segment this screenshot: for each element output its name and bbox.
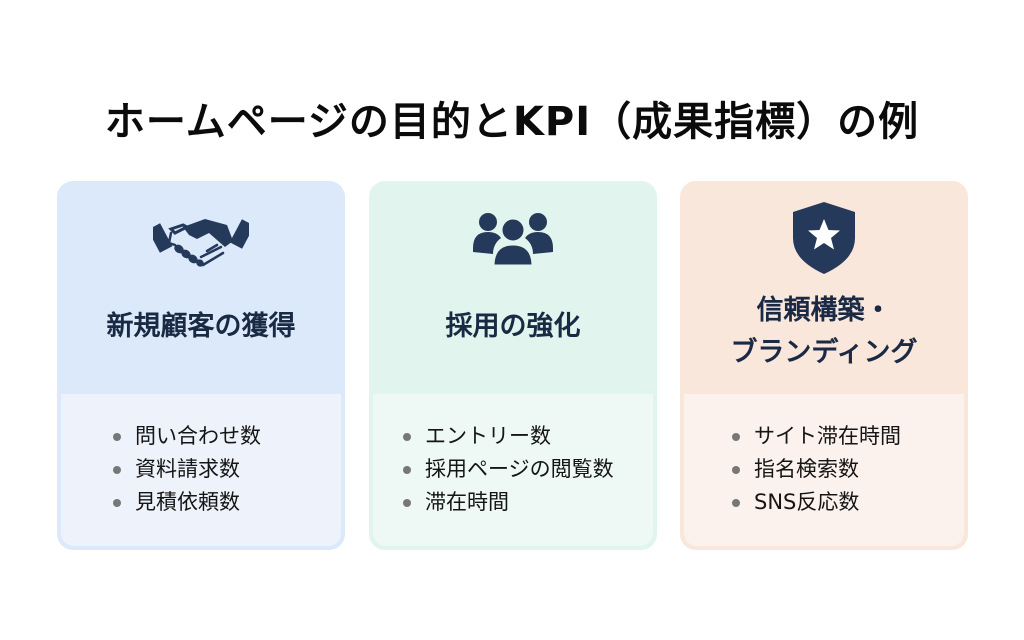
bullet-icon (113, 498, 121, 507)
handshake-icon (57, 203, 345, 273)
bullet-icon (403, 498, 411, 507)
card-heading-line1: 信頼構築・ (756, 295, 892, 326)
kpi-item: 滞在時間 (403, 486, 614, 519)
bullet-icon (732, 432, 740, 441)
kpi-list-panel: サイト滞在時間 指名検索数 SNS反応数 (684, 394, 964, 546)
kpi-item: サイト滞在時間 (732, 420, 901, 453)
shield-star-icon (680, 201, 968, 275)
card-header: 採用の強化 (369, 181, 657, 394)
kpi-list: サイト滞在時間 指名検索数 SNS反応数 (732, 420, 901, 519)
kpi-item: 資料請求数 (113, 453, 261, 486)
kpi-list-panel: エントリー数 採用ページの閲覧数 滞在時間 (373, 394, 653, 546)
card-heading: 採用の強化 (445, 311, 581, 342)
bullet-icon (732, 465, 740, 474)
bullet-icon (113, 465, 121, 474)
kpi-item: SNS反応数 (732, 486, 901, 519)
kpi-item: エントリー数 (403, 420, 614, 453)
kpi-item: 指名検索数 (732, 453, 901, 486)
kpi-item: 見積依頼数 (113, 486, 261, 519)
card-header: 信頼構築・ ブランディング (680, 181, 968, 394)
card-recruiting: 採用の強化 エントリー数 採用ページの閲覧数 滞在時間 (369, 181, 657, 550)
card-heading-line2: ブランディング (730, 337, 918, 368)
kpi-list: エントリー数 採用ページの閲覧数 滞在時間 (403, 420, 614, 519)
bullet-icon (403, 465, 411, 474)
kpi-list-panel: 問い合わせ数 資料請求数 見積依頼数 (61, 394, 341, 546)
kpi-item: 採用ページの閲覧数 (403, 453, 614, 486)
people-group-icon (369, 203, 657, 273)
kpi-list: 問い合わせ数 資料請求数 見積依頼数 (113, 420, 261, 519)
bullet-icon (113, 432, 121, 441)
card-header: 新規顧客の獲得 (57, 181, 345, 394)
bullet-icon (732, 498, 740, 507)
bullet-icon (403, 432, 411, 441)
card-branding: 信頼構築・ ブランディング サイト滞在時間 指名検索数 SNS反応数 (680, 181, 968, 550)
page-title: ホームページの目的とKPI（成果指標）の例 (104, 99, 920, 145)
card-heading: 新規顧客の獲得 (106, 311, 296, 342)
card-new-customers: 新規顧客の獲得 問い合わせ数 資料請求数 見積依頼数 (57, 181, 345, 550)
kpi-item: 問い合わせ数 (113, 420, 261, 453)
